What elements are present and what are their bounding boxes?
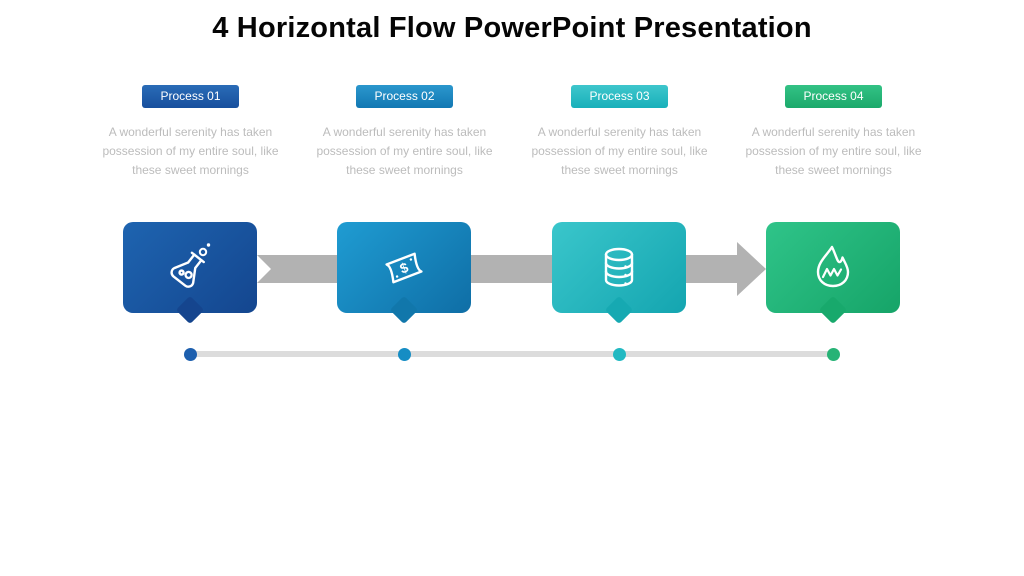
description-line: possession of my entire soul, like (316, 144, 493, 158)
process-3-shape (552, 222, 686, 325)
process-3-description: A wonderful serenity has taken possessio… (512, 123, 727, 180)
timeline-dot-2 (398, 348, 411, 361)
timeline-dot-4 (827, 348, 840, 361)
process-1-shape (123, 222, 257, 325)
process-4-badge: Process 04 (785, 85, 882, 108)
timeline-dot-1 (184, 348, 197, 361)
process-3-badge: Process 03 (571, 85, 668, 108)
flask-icon (170, 242, 211, 288)
process-1-badge: Process 01 (142, 85, 239, 108)
process-2-shape: $ (337, 222, 471, 325)
timeline-dot-3 (613, 348, 626, 361)
description-line: A wonderful serenity has taken (108, 125, 273, 139)
description-line: A wonderful serenity has taken (537, 125, 702, 139)
description-line: A wonderful serenity has taken (751, 125, 916, 139)
money-icon: $ (385, 252, 423, 283)
process-4-shape (766, 222, 900, 325)
process-2-badge: Process 02 (356, 85, 453, 108)
process-1-description: A wonderful serenity has taken possessio… (83, 123, 298, 180)
description-line: these sweet mornings (132, 163, 249, 177)
description-line: possession of my entire soul, like (102, 144, 279, 158)
description-line: these sweet mornings (561, 163, 678, 177)
timeline-line (190, 351, 834, 357)
page-title: 4 Horizontal Flow PowerPoint Presentatio… (212, 12, 812, 44)
database-icon (604, 247, 634, 287)
description-line: possession of my entire soul, like (745, 144, 922, 158)
process-column-4: Process 04 A wonderful serenity has take… (726, 85, 941, 180)
description-line: possession of my entire soul, like (531, 144, 708, 158)
process-column-1: Process 01 A wonderful serenity has take… (83, 85, 298, 180)
description-line: these sweet mornings (775, 163, 892, 177)
process-column-2: Process 02 A wonderful serenity has take… (297, 85, 512, 180)
process-2-description: A wonderful serenity has taken possessio… (297, 123, 512, 180)
flame-icon (816, 245, 850, 287)
description-line: these sweet mornings (346, 163, 463, 177)
description-line: A wonderful serenity has taken (322, 125, 487, 139)
process-column-3: Process 03 A wonderful serenity has take… (512, 85, 727, 180)
process-4-description: A wonderful serenity has taken possessio… (726, 123, 941, 180)
svg-text:$: $ (397, 258, 410, 276)
